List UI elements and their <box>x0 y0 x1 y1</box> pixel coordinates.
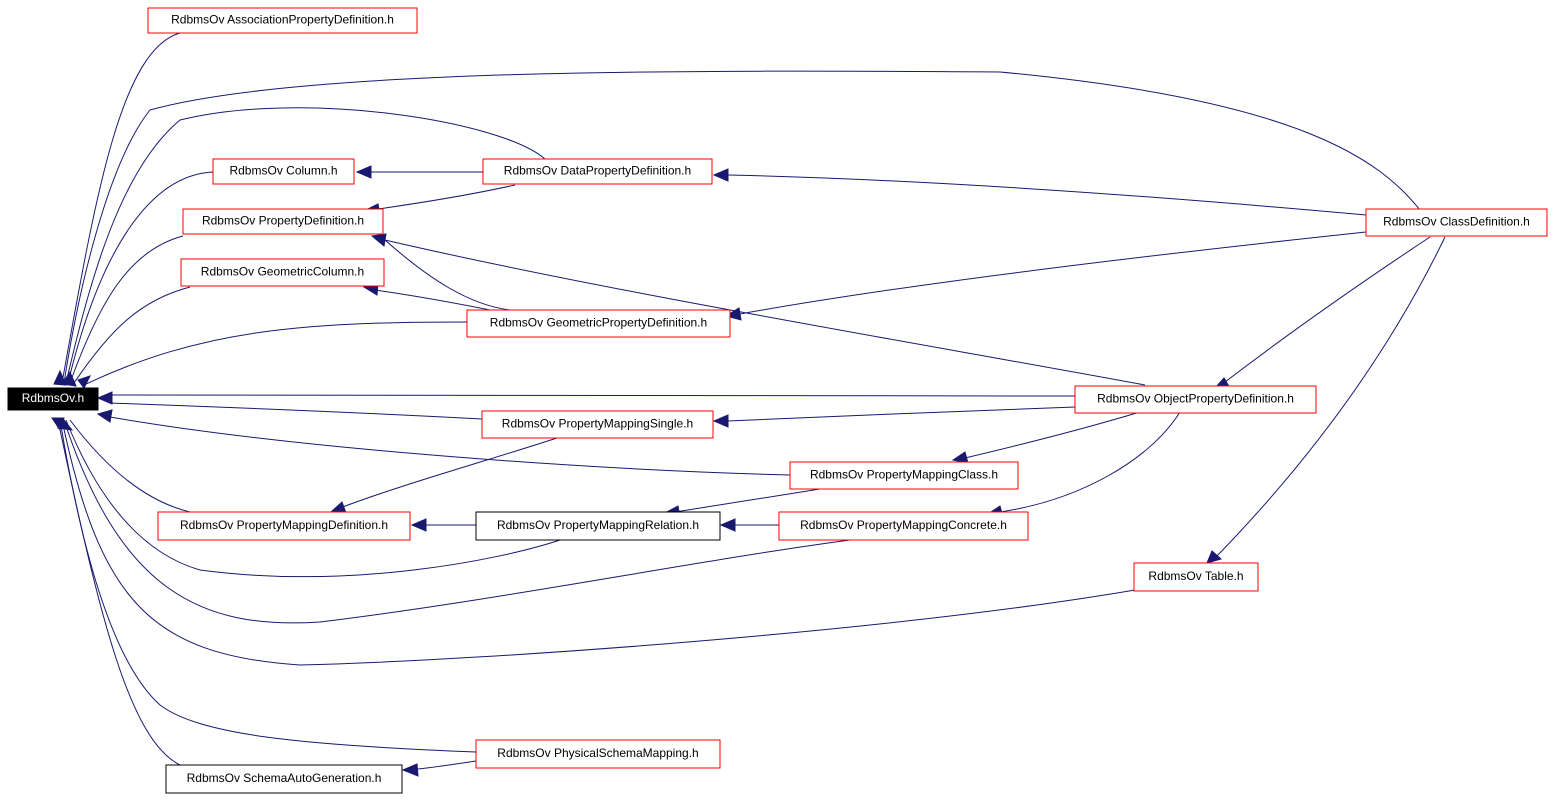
edge-pmsingle-to-root <box>109 402 483 420</box>
node-geometric-property-definition[interactable]: RdbmsOv GeometricPropertyDefinition.h <box>466 309 731 338</box>
node-label: RdbmsOv SchemaAutoGeneration.h <box>187 771 382 785</box>
arrowhead-autogen <box>401 763 419 777</box>
node-label: RdbmsOv PhysicalSchemaMapping.h <box>497 746 698 760</box>
arrowhead-pmsingle <box>712 414 729 428</box>
edge-geoprop-to-root <box>83 321 468 386</box>
node-box <box>1133 562 1259 592</box>
edge-pmclass-to-root <box>109 416 791 476</box>
node-label: RdbmsOv GeometricPropertyDefinition.h <box>490 316 707 330</box>
node-data-property-definition[interactable]: RdbmsOv DataPropertyDefinition.h <box>482 158 713 185</box>
node-label: RdbmsOv GeometricColumn.h <box>201 265 364 279</box>
node-label: RdbmsOv PropertyMappingConcrete.h <box>800 518 1007 532</box>
edge-pmclass-to-pmrel <box>674 488 821 513</box>
edge-objprop-to-root <box>109 393 1076 397</box>
arrowheads <box>51 165 1231 777</box>
arrowhead-table <box>1206 550 1223 564</box>
arrowhead-root-pmclass <box>96 409 113 423</box>
node-box <box>481 410 714 439</box>
edge-geocol-to-root <box>73 286 191 384</box>
edge-autogen-to-root <box>57 419 181 766</box>
edge-classdef-to-table <box>1214 236 1446 559</box>
node-label: RdbmsOv DataPropertyDefinition.h <box>504 164 691 178</box>
edges <box>57 32 1446 771</box>
node-box <box>1074 385 1317 414</box>
edge-pmrel-to-root <box>65 419 561 578</box>
edge-objprop-to-pmconc <box>999 411 1181 513</box>
arrowhead-root-autogen <box>51 417 65 432</box>
edge-column-to-root <box>67 171 214 384</box>
node-box <box>157 511 411 541</box>
node-box <box>147 7 418 34</box>
node-property-mapping-concrete[interactable]: RdbmsOv PropertyMappingConcrete.h <box>778 511 1029 541</box>
node-box <box>475 511 721 541</box>
node-box <box>482 158 713 185</box>
node-label: RdbmsOv PropertyMappingSingle.h <box>502 417 693 431</box>
arrowhead-dataprop <box>712 168 729 182</box>
edge-objprop-to-pmclass <box>964 411 1141 459</box>
arrowhead-column <box>355 165 372 179</box>
arrowhead-root-geoprop <box>77 375 91 389</box>
node-physical-schema-mapping[interactable]: RdbmsOv PhysicalSchemaMapping.h <box>475 739 721 769</box>
node-box <box>165 764 403 794</box>
node-rdbmsov[interactable]: RdbmsOv.h <box>7 387 99 411</box>
node-class-definition[interactable]: RdbmsOv ClassDefinition.h <box>1365 208 1548 237</box>
node-box <box>182 208 384 235</box>
node-property-mapping-definition[interactable]: RdbmsOv PropertyMappingDefinition.h <box>157 511 411 541</box>
edge-classdef-to-geoprop <box>739 231 1367 315</box>
edge-classdef-to-dataprop <box>727 174 1367 216</box>
arrowhead-pmdef-single <box>329 501 347 514</box>
node-box <box>778 511 1029 541</box>
edge-dataprop-to-propdef <box>377 184 516 210</box>
node-label: RdbmsOv PropertyDefinition.h <box>202 214 364 228</box>
edge-geoprop-to-geocol <box>374 289 491 311</box>
node-label: RdbmsOv PropertyMappingRelation.h <box>497 518 699 532</box>
node-label: RdbmsOv Table.h <box>1148 569 1243 583</box>
edge-pmconc-to-root <box>63 419 851 624</box>
edge-pmdef-to-root <box>69 419 191 513</box>
edge-propdef-to-root <box>69 235 184 384</box>
node-label: RdbmsOv Column.h <box>229 164 337 178</box>
edge-pmsingle-to-pmdef <box>339 436 561 509</box>
node-table[interactable]: RdbmsOv Table.h <box>1133 562 1259 592</box>
arrowhead-pmrel-conc <box>719 518 736 532</box>
node-object-property-definition[interactable]: RdbmsOv ObjectPropertyDefinition.h <box>1074 385 1317 414</box>
node-geometric-column[interactable]: RdbmsOv GeometricColumn.h <box>180 258 385 287</box>
node-box <box>466 309 731 338</box>
arrowhead-pmdef-rel <box>410 518 427 532</box>
edge-objprop-to-propdef <box>384 239 1146 386</box>
edge-objprop-to-pmsingle <box>727 406 1076 422</box>
node-label: RdbmsOv AssociationPropertyDefinition.h <box>171 13 394 27</box>
edge-geoprop-to-propdef <box>384 239 511 311</box>
edge-table-to-root <box>61 419 1136 666</box>
node-property-mapping-class[interactable]: RdbmsOv PropertyMappingClass.h <box>789 461 1019 490</box>
node-property-definition[interactable]: RdbmsOv PropertyDefinition.h <box>182 208 384 235</box>
node-association-property-definition[interactable]: RdbmsOv AssociationPropertyDefinition.h <box>147 7 418 34</box>
node-property-mapping-relation[interactable]: RdbmsOv PropertyMappingRelation.h <box>475 511 721 541</box>
edge-classdef-to-root <box>63 70 1421 384</box>
arrowhead-root-assoc <box>53 369 67 386</box>
node-box <box>789 461 1019 490</box>
edge-dataprop-to-root <box>65 107 546 384</box>
edge-classdef-to-objprop <box>1224 236 1431 383</box>
edge-assoc-to-root <box>61 32 181 384</box>
arrowhead-propdef-bottom <box>370 233 387 247</box>
arrowhead-pmclass <box>951 451 969 464</box>
node-box <box>1365 208 1548 237</box>
node-label: RdbmsOv PropertyMappingDefinition.h <box>180 518 388 532</box>
node-label: RdbmsOv PropertyMappingClass.h <box>810 468 998 482</box>
node-column[interactable]: RdbmsOv Column.h <box>212 158 355 185</box>
node-schema-auto-generation[interactable]: RdbmsOv SchemaAutoGeneration.h <box>165 764 403 794</box>
node-property-mapping-single[interactable]: RdbmsOv PropertyMappingSingle.h <box>481 410 714 439</box>
edge-physmap-to-autogen <box>407 760 477 771</box>
arrowhead-root-objprop <box>96 391 113 405</box>
node-box <box>212 158 355 185</box>
arrowhead-root-propdef <box>61 370 77 387</box>
node-label: RdbmsOv ClassDefinition.h <box>1383 215 1530 229</box>
node-box <box>180 258 385 287</box>
node-rdbmsov-label: RdbmsOv.h <box>22 391 84 405</box>
node-rdbmsov-box <box>7 387 99 411</box>
node-label: RdbmsOv ObjectPropertyDefinition.h <box>1097 392 1294 406</box>
node-box <box>475 739 721 769</box>
